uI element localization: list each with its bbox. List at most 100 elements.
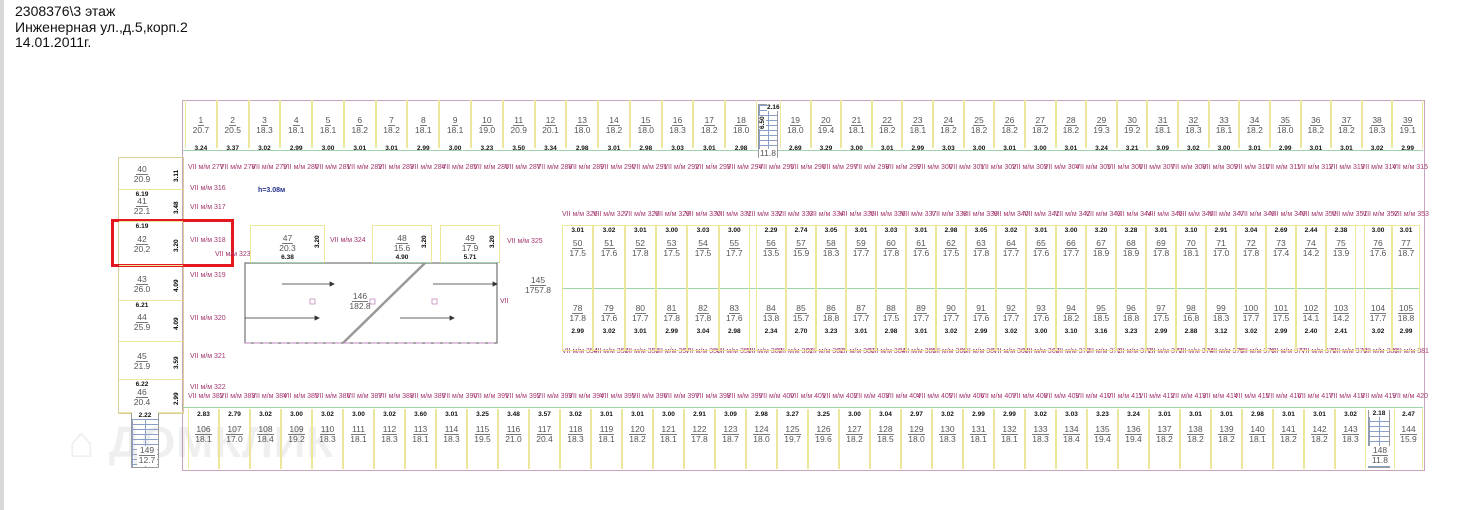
parking-spot-409[interactable]: VII м/м 409 — [1043, 393, 1080, 400]
parking-spot-366[interactable]: VII м/м 366 — [931, 348, 968, 355]
parking-spot-376[interactable]: VII м/м 376 — [1239, 348, 1275, 355]
parking-spot-278[interactable]: VII м/м 278 — [219, 164, 256, 171]
parking-spot-393[interactable]: VII м/м 393 — [536, 393, 573, 400]
parking-spot-349[interactable]: VII м/м 349 — [1270, 211, 1306, 218]
parking-spot-287[interactable]: VII м/м 287 — [504, 164, 541, 171]
parking-spot-340[interactable]: VII м/м 340 — [993, 211, 1029, 218]
parking-spot-381[interactable]: VII м/м 381 — [1393, 348, 1429, 355]
parking-spot-367[interactable]: VII м/м 367 — [962, 348, 998, 355]
parking-spot-314[interactable]: VII м/м 314 — [1360, 164, 1397, 171]
parking-spot-361[interactable]: VII м/м 361 — [777, 348, 814, 355]
parking-spot-321[interactable]: VII м/м 321 — [190, 353, 226, 360]
parking-spot-316[interactable]: VII м/м 316 — [190, 185, 226, 192]
parking-spot-296[interactable]: VII м/м 296 — [790, 164, 826, 171]
parking-spot-402[interactable]: VII м/м 402 — [821, 393, 858, 400]
parking-spot-319[interactable]: VII м/м 319 — [190, 272, 226, 279]
parking-spot-284[interactable]: VII м/м 284 — [409, 164, 446, 171]
parking-spot-326[interactable]: VII м/м 326 — [562, 211, 598, 218]
parking-spot-412[interactable]: VII м/м 412 — [1138, 393, 1175, 400]
parking-spot-418[interactable]: VII м/м 418 — [1328, 393, 1365, 400]
parking-spot-348[interactable]: VII м/м 348 — [1239, 211, 1275, 218]
parking-spot-420[interactable]: VII м/м 420 — [1392, 393, 1428, 400]
parking-spot-298[interactable]: VII м/м 298 — [853, 164, 890, 171]
parking-spot-306[interactable]: VII м/м 306 — [1107, 164, 1143, 171]
parking-spot-370[interactable]: VII м/м 370 — [1054, 348, 1091, 355]
parking-spot-347[interactable]: VII м/м 347 — [1208, 211, 1245, 218]
parking-spot-305[interactable]: VII м/м 305 — [1075, 164, 1112, 171]
parking-spot-387[interactable]: VII м/м 387 — [346, 393, 383, 400]
parking-spot-358[interactable]: VII м/м 358 — [685, 348, 721, 355]
parking-spot-297[interactable]: VII м/м 297 — [821, 164, 858, 171]
parking-spot-371[interactable]: VII м/м 371 — [1085, 348, 1122, 355]
parking-spot-301[interactable]: VII м/м 301 — [948, 164, 985, 171]
parking-spot-282[interactable]: VII м/м 282 — [346, 164, 383, 171]
parking-spot-394[interactable]: VII м/м 394 — [568, 393, 604, 400]
parking-spot-324[interactable]: VII м/м 324 — [330, 237, 366, 244]
parking-spot-333[interactable]: VII м/м 333 — [777, 211, 814, 218]
parking-spot-344[interactable]: VII м/м 344 — [1116, 211, 1152, 218]
parking-spot-286[interactable]: VII м/м 286 — [473, 164, 509, 171]
parking-spot-359[interactable]: VII м/м 359 — [715, 348, 752, 355]
parking-spot-388[interactable]: VII м/м 388 — [378, 393, 414, 400]
parking-spot-318[interactable]: VII м/м 318 — [190, 237, 226, 244]
parking-spot-322[interactable]: VII м/м 322 — [190, 384, 226, 391]
parking-spot-417[interactable]: VII м/м 417 — [1297, 393, 1333, 400]
parking-spot-406[interactable]: VII м/м 406 — [948, 393, 985, 400]
parking-spot-308[interactable]: VII м/м 308 — [1170, 164, 1207, 171]
parking-spot-295[interactable]: VII м/м 295 — [758, 164, 795, 171]
parking-spot-390[interactable]: VII м/м 390 — [441, 393, 478, 400]
